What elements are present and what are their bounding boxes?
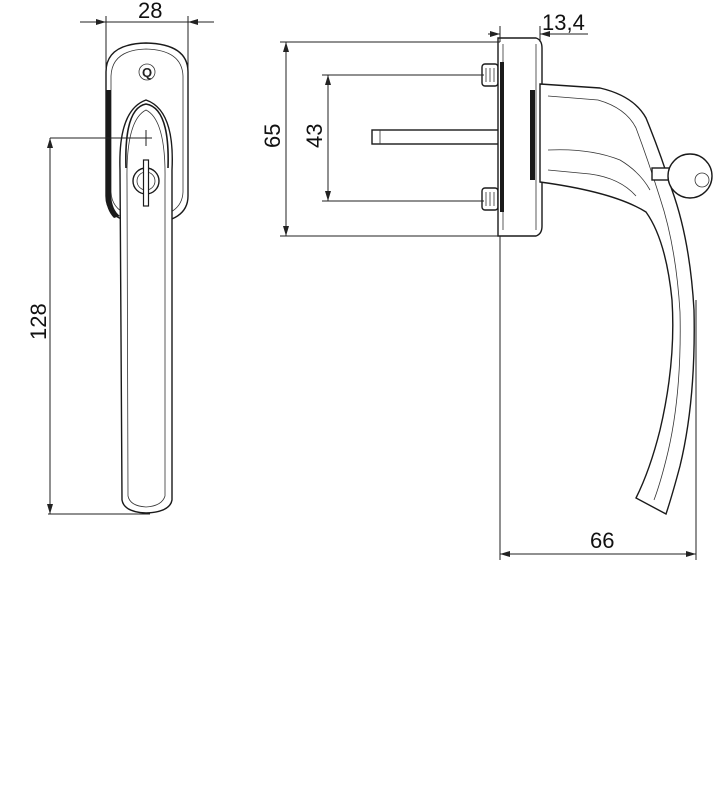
front-lever-inner: [126, 109, 166, 508]
front-rosette-shadow: [106, 90, 120, 218]
logo-circle: [138, 63, 156, 81]
logo-letter: Q: [142, 65, 152, 80]
dim-screw-spacing-label: 43: [302, 124, 327, 148]
side-lever-inner: [547, 95, 681, 501]
dim-projection: 66: [499, 236, 697, 560]
side-view: [371, 37, 713, 516]
spindle: [371, 129, 503, 145]
dim-width-front-label: 28: [138, 0, 162, 23]
dim-height-handle-label: 128: [26, 303, 51, 340]
dim-width-front: 28: [80, 0, 214, 68]
dim-height-handle: 128: [26, 138, 150, 515]
key-slot: [142, 159, 150, 207]
side-lever: [539, 83, 695, 516]
dim-screw-spacing: 43: [302, 74, 484, 202]
dim-depth-base: 13,4: [488, 10, 588, 42]
key: [651, 153, 713, 199]
dim-height-base: 65: [260, 41, 500, 237]
dim-height-base-label: 65: [260, 124, 285, 148]
front-lever: [119, 99, 173, 514]
dim-projection-label: 66: [590, 528, 614, 553]
front-view: Q: [50, 42, 189, 514]
side-base-plate: [497, 37, 543, 237]
dim-depth-base-label: 13,4: [542, 10, 585, 35]
